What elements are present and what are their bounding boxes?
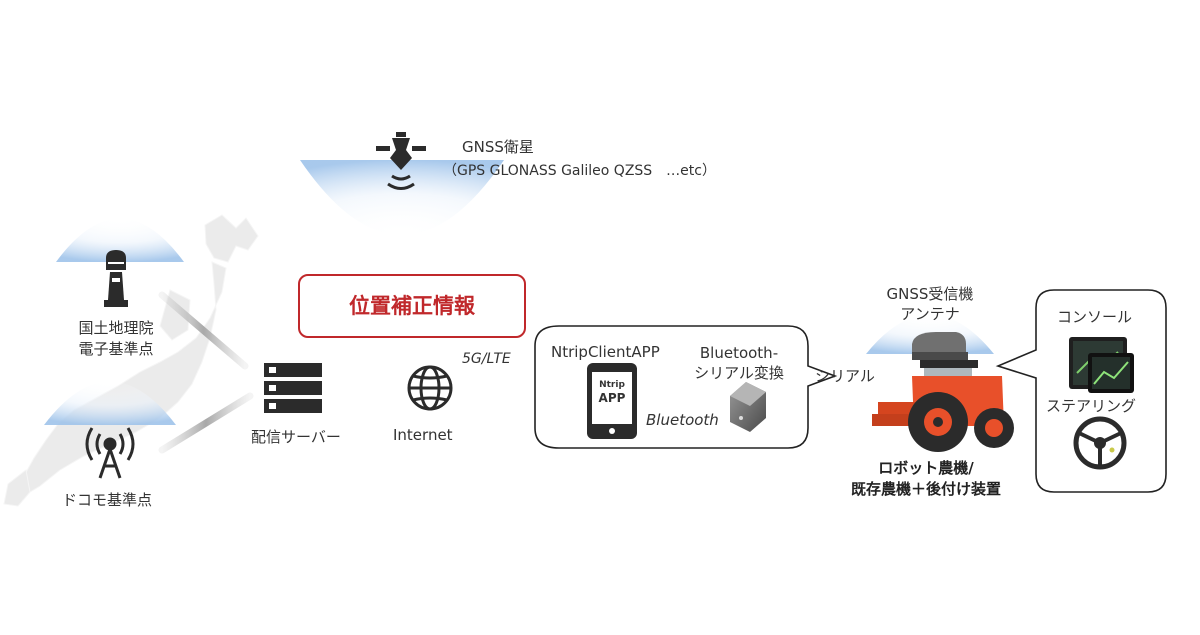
console-label: コンソール xyxy=(1057,308,1133,326)
correction-box xyxy=(298,274,526,338)
satellite-icon xyxy=(376,132,426,190)
console-display-icon xyxy=(1069,337,1134,393)
converter-label-line2: シリアル変換 xyxy=(694,364,784,382)
satellite-constellations: （GPS GLONASS Galileo QZSS …etc） xyxy=(443,163,716,179)
docomo-antenna-icon xyxy=(85,427,135,479)
app-icon-line2: APP xyxy=(598,391,626,405)
tractor-label-line1: ロボット農機/ xyxy=(878,459,974,477)
correction-info-label: 位置補正情報 xyxy=(349,294,475,318)
internet-label: Internet xyxy=(393,426,453,444)
server-icon xyxy=(264,363,322,413)
bluetooth-label: Bluetooth xyxy=(646,411,719,429)
smartphone-icon xyxy=(587,363,637,439)
globe-icon xyxy=(407,365,453,411)
steering-wheel-icon xyxy=(1073,416,1127,470)
tractor-label: ロボット農機/ 既存農機＋後付け装置 xyxy=(836,458,1016,500)
app-icon-label: Ntrip APP xyxy=(592,379,632,405)
gsi-station-label: 国土地理院 電子基準点 xyxy=(70,318,162,360)
receiver-label-line2: アンテナ xyxy=(900,305,960,323)
gsi-station-glow xyxy=(56,218,184,262)
satellite-title: GNSS衛星 xyxy=(462,138,534,156)
gsi-reference-station-icon xyxy=(104,250,128,307)
receiver-label-line1: GNSS受信機 xyxy=(886,285,974,303)
server-label: 配信サーバー xyxy=(251,428,341,446)
satellite-signal-dome xyxy=(300,160,504,235)
gsi-station-label-line1: 国土地理院 xyxy=(78,319,154,337)
converter-label: Bluetooth- シリアル変換 xyxy=(676,343,802,383)
gnss-receiver-antenna-icon xyxy=(912,332,968,360)
gsi-station-label-line2: 電子基準点 xyxy=(78,340,154,358)
docomo-station-glow xyxy=(44,381,176,425)
app-icon-line1: Ntrip xyxy=(599,380,625,390)
receiver-label: GNSS受信機 アンテナ xyxy=(880,284,980,324)
docomo-station-label: ドコモ基準点 xyxy=(62,491,153,509)
serial-label: シリアル xyxy=(815,367,875,385)
steering-label: ステアリング xyxy=(1046,397,1137,415)
network-label: 5G/LTE xyxy=(462,351,511,367)
converter-box-icon xyxy=(730,382,766,432)
converter-label-line1: Bluetooth- xyxy=(699,344,779,362)
tractor-label-line2: 既存農機＋後付け装置 xyxy=(850,480,1001,498)
app-name-label: NtripClientAPP xyxy=(551,343,660,361)
tractor-icon xyxy=(872,360,1014,452)
